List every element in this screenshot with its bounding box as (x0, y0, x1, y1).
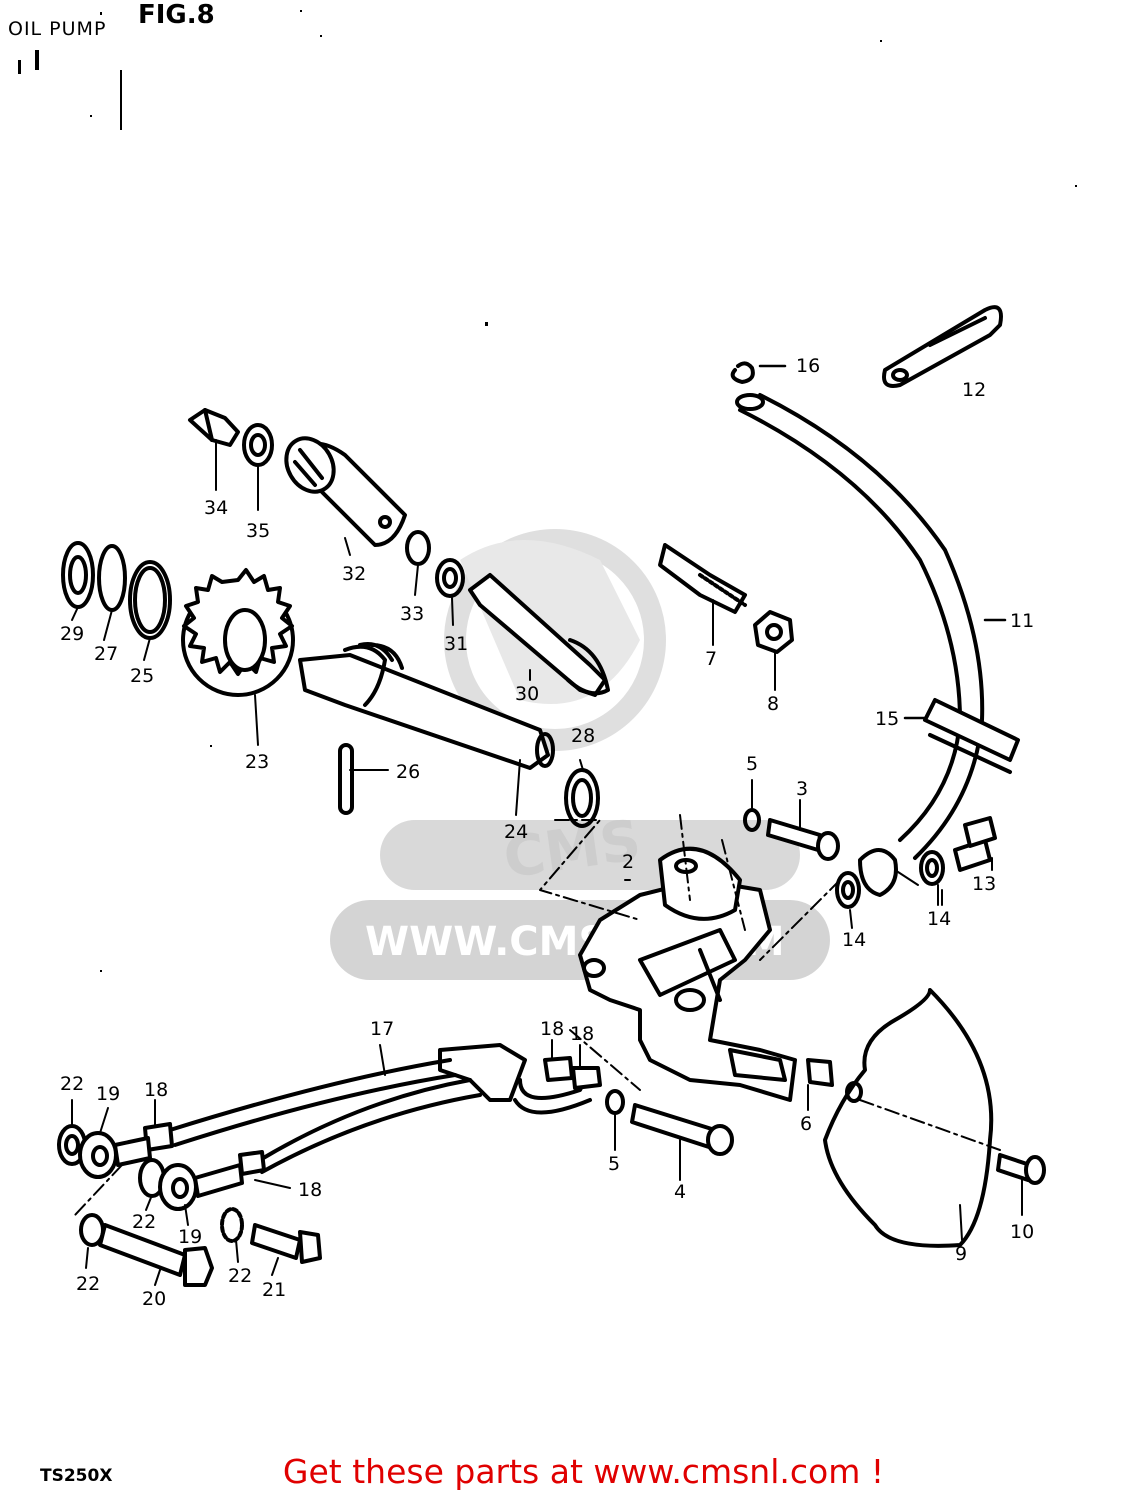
part-15-hose-clip (903, 698, 1020, 774)
label-part-30: 30 (515, 683, 539, 705)
label-part-33: 33 (400, 603, 424, 625)
label-part-2: 2 (622, 851, 634, 873)
label-part-34: 34 (204, 497, 228, 519)
label-part-31: 31 (444, 633, 468, 655)
label-part-14-right: 14 (927, 908, 951, 930)
part-24-drive-shaft (298, 642, 555, 770)
label-part-18-c: 18 (144, 1079, 168, 1101)
part-5-washer-upper (743, 808, 761, 832)
label-part-35: 35 (246, 520, 270, 542)
part-12-clamp (882, 305, 1003, 388)
label-part-11: 11 (1010, 610, 1034, 632)
leader-14-13 (894, 869, 943, 906)
scan-noise (18, 10, 1077, 972)
part-8-nut (753, 610, 794, 654)
label-part-28: 28 (571, 725, 595, 747)
label-part-19-a: 19 (96, 1083, 120, 1105)
label-part-24: 24 (504, 821, 528, 843)
label-part-21: 21 (262, 1279, 286, 1301)
cmsnl-promo-banner[interactable]: Get these parts at www.cmsnl.com ! (282, 1452, 885, 1491)
part-9-pump-cover (823, 988, 994, 1248)
label-part-15: 15 (875, 708, 899, 730)
part-33-o-ring (405, 530, 431, 566)
part-14-washer-upper (835, 871, 861, 909)
label-part-18-b: 18 (570, 1023, 594, 1045)
assembly-center-lines (74, 814, 1001, 1216)
leader-lines (71, 439, 1023, 1286)
part-21-banjo-bolt (250, 1223, 322, 1264)
label-part-13: 13 (972, 873, 996, 895)
part-17-oil-hose (168, 1043, 602, 1174)
part-16-clip (730, 361, 787, 384)
banjo-fitting (858, 848, 898, 897)
part-11-oil-hose (735, 393, 1007, 860)
label-part-9: 9 (955, 1243, 967, 1265)
part-22-washer-d (220, 1207, 244, 1243)
part-3-screw (766, 818, 840, 861)
label-part-18-d: 18 (298, 1179, 322, 1201)
part-number-labels: 16 12 34 35 32 33 31 30 29 27 25 23 26 2… (60, 355, 1034, 1310)
label-part-27: 27 (94, 643, 118, 665)
part-13-banjo-bolt (953, 816, 997, 872)
part-20-banjo-bolt (98, 1223, 214, 1287)
part-23-gear (181, 568, 295, 697)
label-part-22-c: 22 (76, 1273, 100, 1295)
label-part-8: 8 (767, 693, 779, 715)
part-6-plug (806, 1058, 834, 1087)
label-part-17: 17 (370, 1018, 394, 1040)
label-part-12: 12 (962, 379, 986, 401)
label-part-16: 16 (796, 355, 820, 377)
part-2-oil-pump-body (578, 846, 797, 1102)
part-26-pin (338, 743, 354, 815)
label-part-20: 20 (142, 1288, 166, 1310)
part-19-banjo-b (158, 1163, 244, 1211)
label-part-25: 25 (130, 665, 154, 687)
figure-number: FIG.8 (138, 0, 215, 30)
part-19-banjo-a (78, 1131, 152, 1179)
model-code: TS250X (40, 1466, 113, 1486)
label-part-19-b: 19 (178, 1226, 202, 1248)
label-part-22-d: 22 (228, 1265, 252, 1287)
label-part-26: 26 (396, 761, 420, 783)
label-part-22-b: 22 (132, 1211, 156, 1233)
label-part-29: 29 (60, 623, 84, 645)
part-27-circlip (97, 544, 127, 612)
label-part-14-upper: 14 (842, 929, 866, 951)
label-part-22-a: 22 (60, 1073, 84, 1095)
label-part-7: 7 (705, 648, 717, 670)
label-part-3: 3 (796, 778, 808, 800)
part-30-shaft (468, 573, 610, 697)
part-31-washer (435, 558, 465, 598)
label-part-10: 10 (1010, 1221, 1034, 1243)
label-part-18-a: 18 (540, 1018, 564, 1040)
part-7-bolt (658, 543, 747, 614)
part-18-fitting-b (238, 1150, 266, 1176)
label-part-32: 32 (342, 563, 366, 585)
part-29-washer (61, 541, 95, 609)
part-14-washer-right (919, 850, 945, 886)
part-4-screw (630, 1103, 734, 1156)
part-34-bolt (188, 408, 240, 447)
label-part-23: 23 (245, 751, 269, 773)
part-32-sleeve (284, 436, 407, 547)
part-28-washer (564, 768, 600, 828)
diagram-title: OIL PUMP (8, 18, 107, 40)
part-5-washer-lower (605, 1089, 625, 1115)
part-25-o-ring (128, 560, 172, 640)
label-part-4: 4 (674, 1181, 686, 1203)
label-part-6: 6 (800, 1113, 812, 1135)
part-35-washer (242, 423, 274, 467)
label-part-5-upper: 5 (746, 753, 758, 775)
part-10-screw (996, 1153, 1046, 1185)
label-part-5-lower: 5 (608, 1153, 620, 1175)
